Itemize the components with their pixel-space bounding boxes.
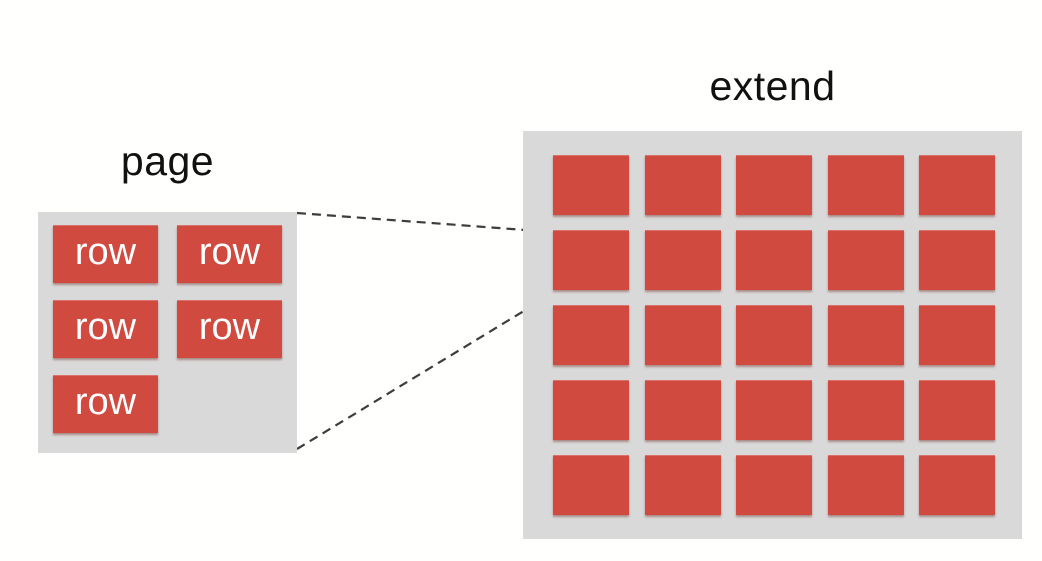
row-label: row (74, 381, 137, 423)
extend-block (644, 455, 721, 515)
row-label: row (198, 306, 261, 348)
extend-block (736, 155, 812, 215)
extend-block (736, 230, 812, 290)
row-label: row (74, 306, 137, 348)
extend-block (827, 230, 904, 290)
extend-block (736, 455, 812, 515)
extend-block (644, 380, 721, 440)
extend-block (736, 380, 812, 440)
extend-block (644, 155, 721, 215)
extend-block (553, 455, 629, 515)
row-label: row (198, 231, 261, 273)
page-row-block: row (53, 375, 158, 433)
page-row-block: row (53, 300, 158, 358)
extend-block (736, 305, 812, 365)
page-title: page (120, 138, 215, 184)
page-row-block: row (177, 300, 282, 358)
extend-block (827, 380, 904, 440)
extend-block (553, 230, 629, 290)
extend-panel (523, 131, 1022, 539)
connector-line-bottom (296, 291, 556, 450)
page-panel: row row row row row (38, 212, 297, 453)
extend-block (553, 155, 629, 215)
extend-block (919, 455, 995, 515)
extend-block (827, 155, 904, 215)
extend-title: extend (709, 63, 836, 109)
extend-block (644, 230, 721, 290)
page-row-block: row (53, 225, 158, 283)
extend-block (553, 380, 629, 440)
extend-block (919, 155, 995, 215)
extend-block (644, 305, 721, 365)
extend-block (919, 380, 995, 440)
connector-line-top (296, 211, 553, 234)
extend-block (827, 455, 904, 515)
page-row-block: row (177, 225, 282, 283)
extend-block (919, 230, 995, 290)
row-label: row (74, 231, 137, 273)
extend-block (827, 305, 904, 365)
extend-block (919, 305, 995, 365)
extend-block (553, 305, 629, 365)
